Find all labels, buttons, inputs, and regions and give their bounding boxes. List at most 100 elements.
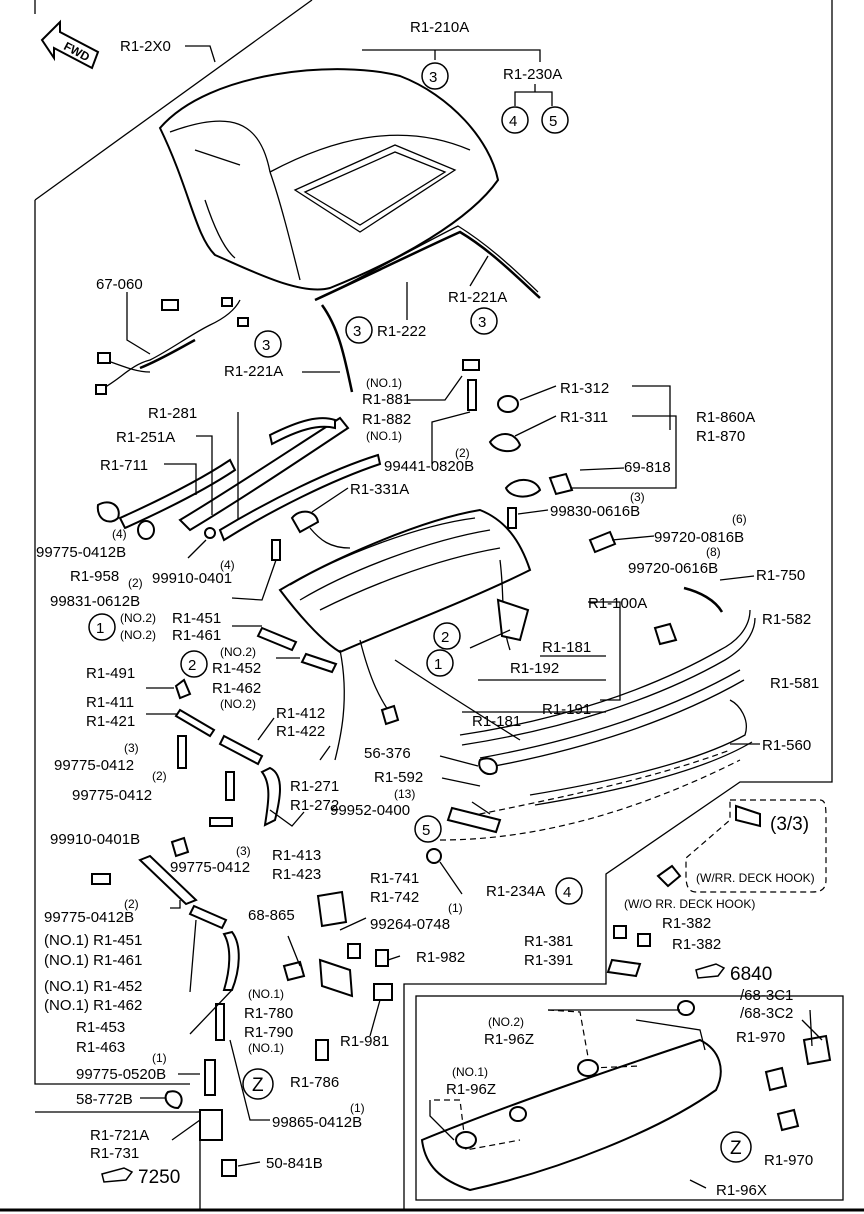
- callout-label: (NO.2): [120, 611, 156, 625]
- callout-label: R1-181: [542, 639, 591, 656]
- callout-label: R1-96X: [716, 1182, 767, 1199]
- callout-label: R1-221A: [448, 289, 507, 306]
- side-rails: [96, 416, 382, 542]
- callout-label: 99264-0748: [370, 916, 450, 933]
- callout-label: R1-970: [764, 1152, 813, 1169]
- circled-number: 4: [509, 113, 517, 130]
- callout-label: R1-592: [374, 769, 423, 786]
- callout-label: 50-841B: [266, 1155, 323, 1172]
- callout-label: (W/RR. DECK HOOK): [696, 871, 815, 885]
- callout-label: R1-461: [172, 627, 221, 644]
- circled-number: 3: [478, 314, 486, 331]
- callout-label: (NO.1) R1-462: [44, 997, 142, 1014]
- callout-label: (3): [236, 844, 251, 858]
- circled-number: 3: [429, 69, 437, 86]
- callout-label: (6): [732, 512, 747, 526]
- callout-label: 99775-0520B: [76, 1066, 166, 1083]
- callout-label: R1-421: [86, 713, 135, 730]
- circled-number: 3: [262, 337, 270, 354]
- callout-label: R1-413: [272, 847, 321, 864]
- callout-label: R1-970: [736, 1029, 785, 1046]
- callout-label: R1-881: [362, 391, 411, 408]
- callout-label: (8): [706, 545, 721, 559]
- callout-label: (2): [152, 769, 167, 783]
- callout-label: R1-790: [244, 1024, 293, 1041]
- callout-label: 99910-0401B: [50, 831, 140, 848]
- callout-label: (NO.2): [220, 697, 256, 711]
- callout-label: R1-958: [70, 568, 119, 585]
- callout-label: R1-560: [762, 737, 811, 754]
- callout-label: (3): [630, 490, 645, 504]
- callout-label: R1-711: [100, 457, 148, 474]
- callout-label: (13): [394, 787, 415, 801]
- callout-label: R1-731: [90, 1145, 139, 1162]
- callout-label: (1): [448, 901, 463, 915]
- callout-label: 99720-0616B: [628, 560, 718, 577]
- callout-label: R1-452: [212, 660, 261, 677]
- callout-label: R1-312: [560, 380, 609, 397]
- callout-label: (4): [220, 558, 235, 572]
- callout-label: R1-382: [662, 915, 711, 932]
- callout-label: /68-3C2: [740, 1005, 793, 1022]
- circled-number: 1: [96, 620, 104, 637]
- callout-label: (NO.1) R1-461: [44, 952, 142, 969]
- callout-label: 99441-0820B: [384, 458, 474, 475]
- callout-label: R1-230A: [503, 66, 562, 83]
- callout-label: R1-786: [290, 1074, 339, 1091]
- callout-label: R1-411: [86, 694, 134, 711]
- callout-label: (NO.1) R1-452: [44, 978, 142, 995]
- callout-label: 99910-0401: [152, 570, 232, 587]
- fwd-arrow-icon: FWD: [40, 19, 100, 70]
- callout-labels: R1-2X0 R1-210A R1-230A R1-221A R1-222 R1…: [36, 19, 819, 1199]
- callout-label: R1-750: [756, 567, 805, 584]
- callout-label: /68-3C1: [740, 987, 793, 1004]
- callout-label: (2): [455, 446, 470, 460]
- callout-label: R1-311: [560, 409, 608, 426]
- callout-label: R1-780: [244, 1005, 293, 1022]
- callout-label: R1-721A: [90, 1127, 149, 1144]
- callout-label: R1-222: [377, 323, 426, 340]
- callout-label: R1-331A: [350, 481, 409, 498]
- callout-label: 58-772B: [76, 1091, 133, 1108]
- callout-label: R1-96Z: [484, 1031, 534, 1048]
- deck-hook-box: [685, 799, 827, 893]
- soft-top-drawing: [158, 68, 500, 291]
- callout-label: R1-272: [290, 797, 339, 814]
- callout-label: 99831-0612B: [50, 593, 140, 610]
- circled-number: Z: [252, 1075, 264, 1096]
- callout-label: (NO.2): [488, 1015, 524, 1029]
- callout-label: 99775-0412: [54, 757, 134, 774]
- callout-label: (NO.1): [248, 1041, 284, 1055]
- callout-label: R1-100A: [588, 595, 647, 612]
- callout-label: R1-234A: [486, 883, 545, 900]
- callout-label: R1-742: [370, 889, 419, 906]
- callout-label: R1-381: [524, 933, 573, 950]
- callout-label: R1-422: [276, 723, 325, 740]
- callout-label: (NO.2): [120, 628, 156, 642]
- callout-label: R1-412: [276, 705, 325, 722]
- callout-label: 6840: [730, 964, 772, 985]
- roof-frame: [278, 508, 532, 761]
- callout-label: 68-865: [248, 907, 295, 924]
- callout-label: R1-2X0: [120, 38, 171, 55]
- callout-label: 7250: [138, 1167, 180, 1188]
- callout-label: 99775-0412B: [36, 544, 126, 561]
- circled-number: 4: [563, 884, 571, 901]
- callout-label: (NO.1) R1-451: [44, 932, 142, 949]
- callout-label: R1-181: [472, 713, 521, 730]
- callout-label: (NO.1): [248, 987, 284, 1001]
- callout-label: R1-491: [86, 665, 135, 682]
- callout-label: (4): [112, 527, 127, 541]
- callout-label: R1-453: [76, 1019, 125, 1036]
- callout-label: 99775-0412: [170, 859, 250, 876]
- callout-label: (NO.1): [366, 429, 402, 443]
- leader-lines: [126, 45, 823, 1189]
- callout-label: R1-581: [770, 675, 819, 692]
- circled-number: 5: [549, 113, 557, 130]
- callout-label: R1-281: [148, 405, 197, 422]
- callout-label: R1-463: [76, 1039, 125, 1056]
- circled-number: 3: [353, 323, 361, 340]
- callout-label: R1-221A: [224, 363, 283, 380]
- callout-label: (W/O RR. DECK HOOK): [624, 897, 755, 911]
